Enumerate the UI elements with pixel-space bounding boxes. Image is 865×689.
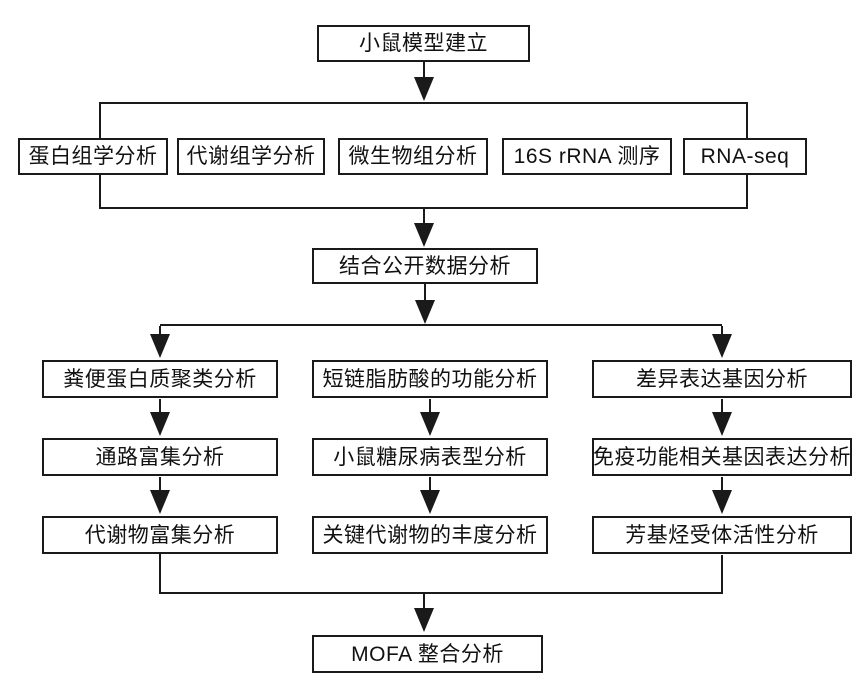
node-mouse-model: 小鼠模型建立: [317, 25, 530, 62]
node-diabetes-phenotype: 小鼠糖尿病表型分析: [312, 438, 548, 476]
node-immune-gene-expression: 免疫功能相关基因表达分析: [592, 438, 852, 476]
node-rna-seq: RNA-seq: [683, 138, 807, 175]
node-fecal-protein-clustering: 粪便蛋白质聚类分析: [42, 360, 278, 398]
node-metabolite-enrichment: 代谢物富集分析: [42, 516, 278, 554]
collector-line: [159, 554, 723, 594]
node-ahr-activity: 芳基烃受体活性分析: [592, 516, 852, 554]
node-16s-rrna-sequencing: 16S rRNA 测序: [502, 138, 672, 175]
node-scfa-function: 短链脂肪酸的功能分析: [312, 360, 548, 398]
node-mofa-integration: MOFA 整合分析: [312, 635, 543, 673]
node-microbiome: 微生物组分析: [338, 138, 488, 175]
node-pathway-enrichment: 通路富集分析: [42, 438, 278, 476]
node-differential-expression: 差异表达基因分析: [592, 360, 852, 398]
node-public-data-analysis: 结合公开数据分析: [312, 248, 538, 284]
node-metabolomics: 代谢组学分析: [177, 138, 325, 175]
node-key-metabolite-abundance: 关键代谢物的丰度分析: [312, 516, 548, 554]
node-proteomics: 蛋白组学分析: [18, 138, 168, 175]
